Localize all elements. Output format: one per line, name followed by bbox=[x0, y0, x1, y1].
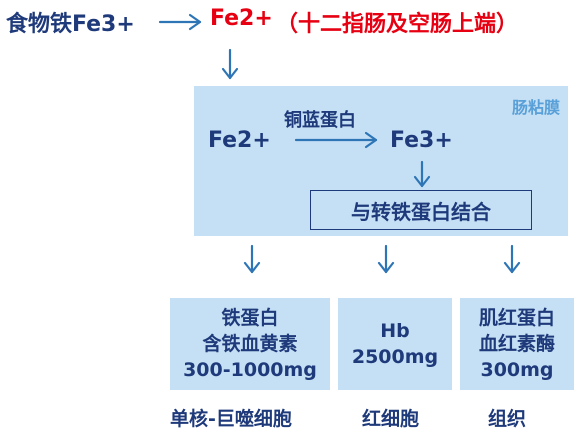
ceruloplasmin-label: 铜蓝蛋白 bbox=[284, 110, 356, 131]
dietary-iron-label: 食物铁Fe3+ bbox=[6, 12, 135, 37]
top-fe2-label: Fe2+ bbox=[210, 6, 273, 31]
cell-label-red-blood-cell: 红细胞 bbox=[362, 408, 420, 430]
mucosa-fe2-label: Fe2+ bbox=[208, 128, 271, 153]
cell-label-tissue: 组织 bbox=[488, 408, 527, 430]
arrow-fe2-to-fe3 bbox=[294, 131, 378, 149]
absorption-site-label: （十二指肠及空肠上端） bbox=[276, 12, 519, 37]
ferritin-store-box: 铁蛋白 含铁血黄素 300-1000mg bbox=[170, 298, 330, 390]
store-line: 300mg bbox=[480, 359, 554, 381]
store-line: 血红素酶 bbox=[478, 333, 555, 355]
tissue-store-box: 肌红蛋白 血红素酶 300mg bbox=[460, 298, 574, 390]
arrow-down-to-mucosa bbox=[221, 48, 239, 80]
intestinal-mucosa-box: 肠粘膜 铜蓝蛋白 Fe2+ Fe3+ bbox=[194, 86, 568, 236]
arrow-to-hemoglobin-store bbox=[377, 244, 395, 274]
store-line: Hb bbox=[380, 320, 410, 342]
mucosa-label: 肠粘膜 bbox=[511, 98, 560, 117]
store-line: 铁蛋白 bbox=[221, 307, 279, 329]
store-line: 2500mg bbox=[351, 346, 439, 368]
store-line: 300-1000mg bbox=[183, 359, 317, 381]
store-line: 含铁血黄素 bbox=[202, 333, 298, 355]
hemoglobin-store-box: Hb 2500mg bbox=[338, 298, 452, 390]
mucosa-fe3-label: Fe3+ bbox=[390, 128, 453, 153]
arrow-to-ferritin-store bbox=[243, 244, 261, 274]
transferrin-binding-box: 与转铁蛋白结合 bbox=[310, 190, 532, 230]
arrow-fe3-to-transferrin bbox=[413, 160, 431, 188]
arrow-dietary-to-fe2 bbox=[158, 13, 202, 31]
store-line: 肌红蛋白 bbox=[478, 307, 555, 329]
cell-label-mononuclear-macrophage: 单核-巨噬细胞 bbox=[170, 408, 292, 430]
arrow-to-tissue-store bbox=[503, 244, 521, 274]
